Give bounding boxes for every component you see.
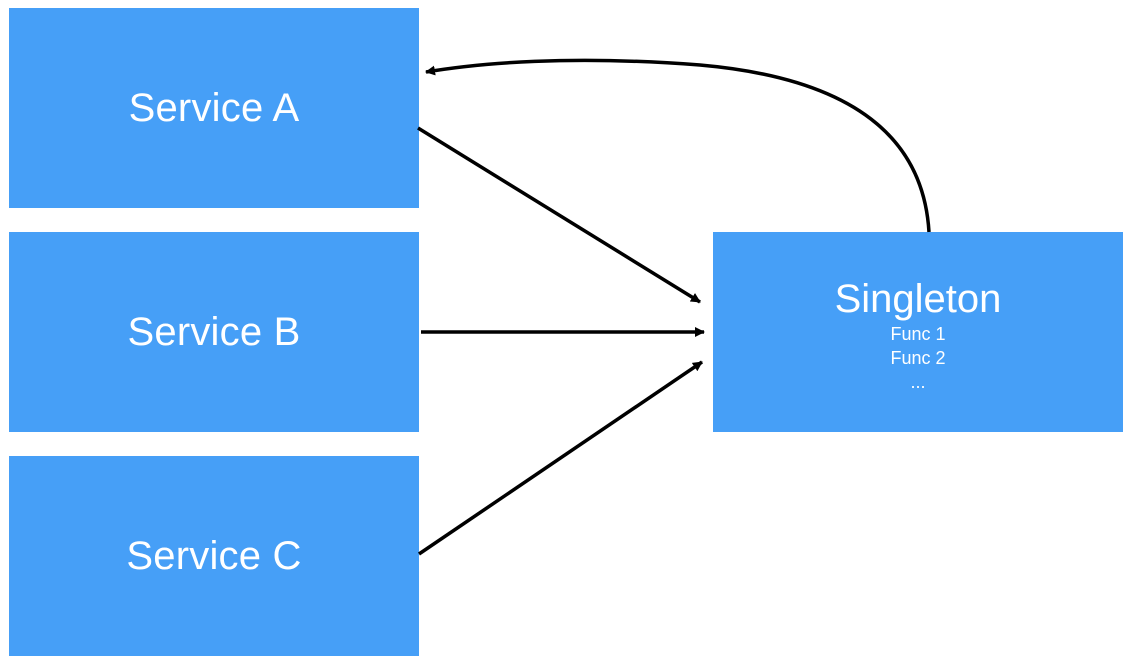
singleton-ellipsis: ... (910, 372, 926, 392)
service-c-label: Service C (126, 533, 302, 578)
singleton-node[interactable]: Singleton Func 1 Func 2 ... (713, 232, 1123, 432)
service-b-node[interactable]: Service B (9, 232, 419, 432)
singleton-func-2: Func 2 (890, 348, 946, 368)
edge-service-c-to-singleton (418, 360, 703, 556)
edge-service-a-to-singleton (417, 126, 701, 304)
service-a-node[interactable]: Service A (9, 8, 419, 208)
service-b-label: Service B (127, 309, 301, 354)
service-c-node[interactable]: Service C (9, 456, 419, 656)
singleton-func-1: Func 1 (890, 324, 946, 344)
edge-singleton-to-service-a (425, 58, 931, 233)
singleton-title: Singleton (834, 277, 1002, 321)
service-a-label: Service A (128, 85, 300, 130)
